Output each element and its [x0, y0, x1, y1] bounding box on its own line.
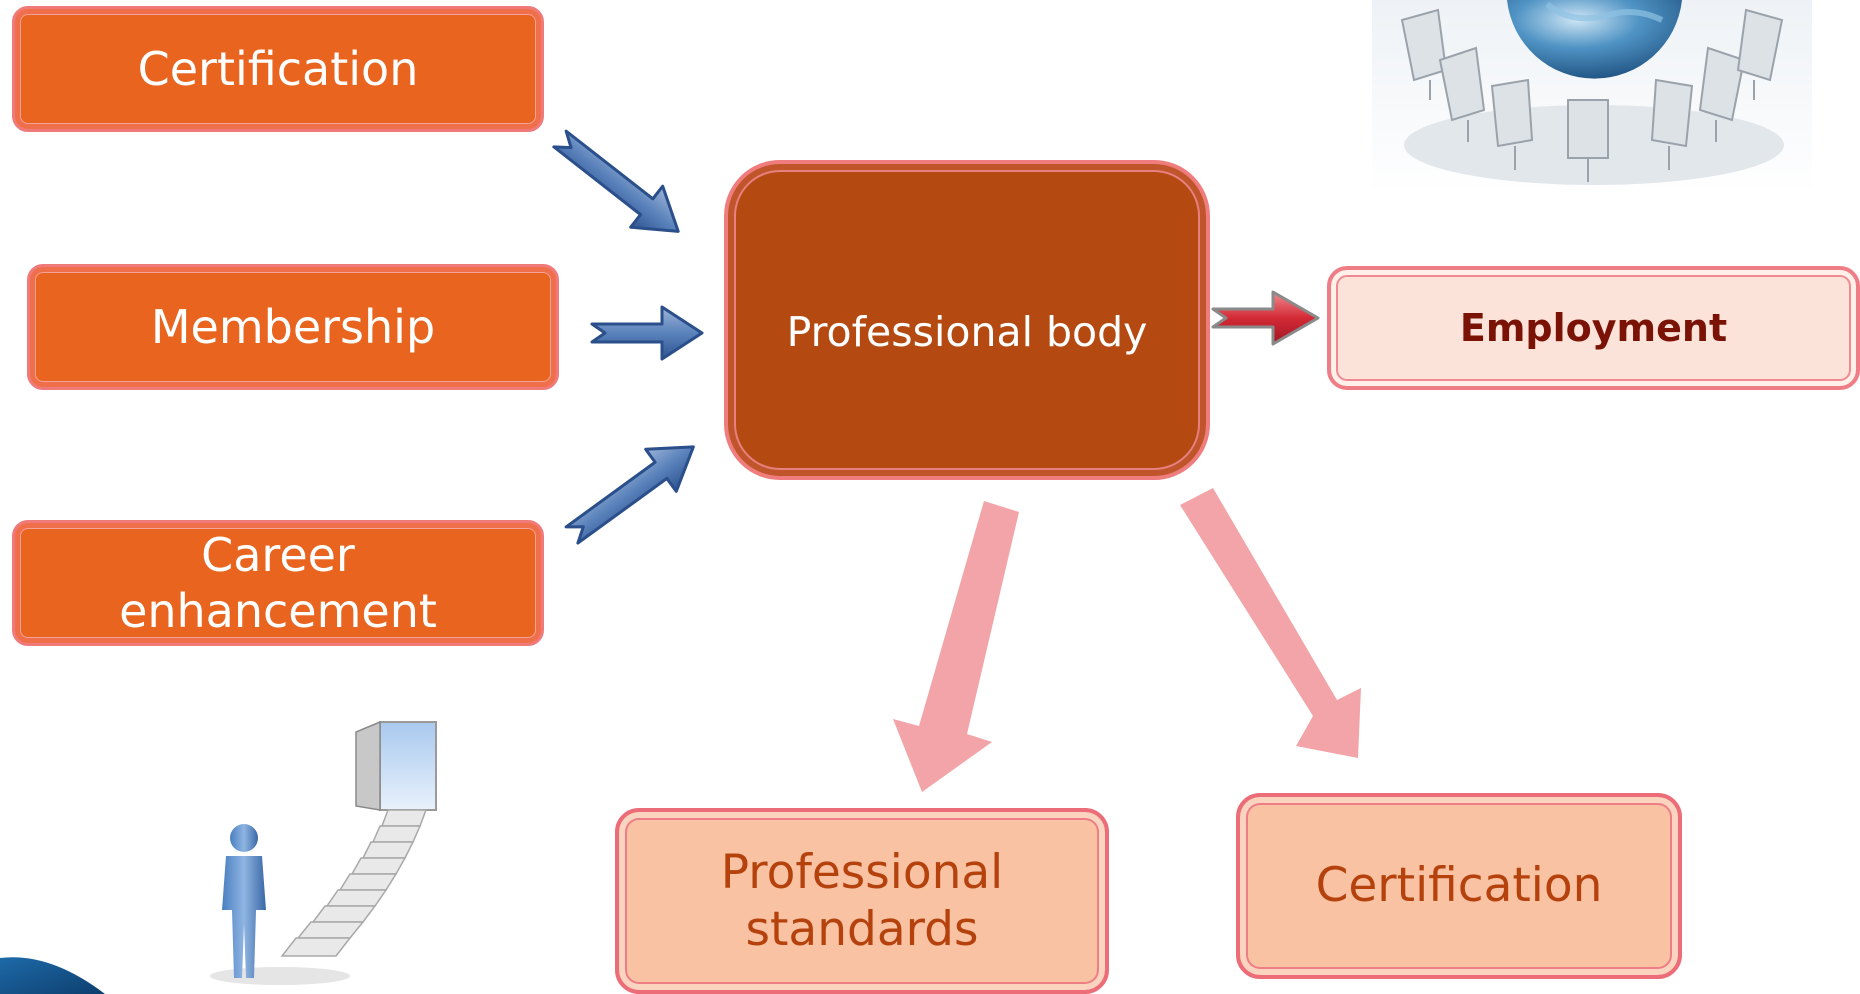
- arrow-professional-body-to-professional-standards: [893, 501, 1019, 792]
- blue-corner-swoosh: [0, 957, 105, 994]
- career-enhancement-input-label: Career enhancement: [119, 527, 437, 639]
- career-enhancement-line-2: enhancement: [119, 584, 437, 638]
- certification-output-label: Certification: [1315, 858, 1603, 914]
- career-enhancement-line-1: Career: [201, 527, 355, 582]
- professional-standards-label: Professional standards: [721, 844, 1003, 959]
- membership-input-label: Membership: [150, 299, 436, 354]
- arrow-professional-body-to-employment: [1211, 290, 1320, 346]
- employment-label: Employment: [1459, 305, 1728, 350]
- professional-standards-line-2: standards: [745, 902, 979, 957]
- certification-input-label: Certification: [137, 41, 419, 96]
- employment-box: Employment: [1327, 266, 1860, 390]
- certification-output-box: Certification: [1236, 793, 1682, 979]
- professional-standards-box: Professional standards: [615, 808, 1109, 994]
- arrow-professional-body-to-certification-output: [1180, 488, 1361, 758]
- arrow-membership-to-professional-body: [590, 305, 704, 361]
- certification-input-box: Certification: [12, 6, 544, 132]
- membership-input-box: Membership: [27, 264, 559, 390]
- professional-standards-line-1: Professional: [720, 844, 1004, 900]
- globe-conference-table-illustration: [1372, 0, 1812, 195]
- person-stairs-door-illustration: [210, 720, 437, 985]
- arrow-certification-to-professional-body: [552, 129, 680, 233]
- person-figure: [222, 824, 266, 978]
- arrow-career-enhancement-to-professional-body: [564, 445, 695, 545]
- career-enhancement-input-box: Career enhancement: [12, 520, 544, 646]
- professional-body-box: Professional body: [724, 160, 1210, 480]
- professional-body-label: Professional body: [786, 308, 1148, 356]
